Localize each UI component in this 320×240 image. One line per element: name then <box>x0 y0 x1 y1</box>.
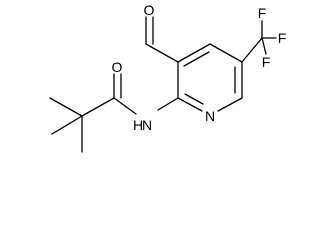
bond-c3-c4-inner <box>183 51 210 67</box>
structure-diagram: O O N H N F F F <box>49 2 287 153</box>
atom-o-aldehyde: O <box>144 2 155 18</box>
bond-c3-cho <box>145 43 179 63</box>
bond-cf3-f-lower <box>261 37 267 55</box>
bond-n1-c2-inner <box>184 93 204 105</box>
atom-o-amide: O <box>112 59 123 75</box>
bond-nh-co <box>113 97 137 115</box>
f-top-label: F <box>258 5 267 21</box>
atom-f-lower: F <box>262 54 271 70</box>
f-right-label: F <box>278 30 287 46</box>
atom-f-right: F <box>278 30 287 46</box>
bond-c2-nh <box>157 97 179 111</box>
atom-f-top: F <box>258 5 267 21</box>
bond-cq-me-top <box>49 97 83 117</box>
n-ring-label: N <box>205 108 215 124</box>
bond-c3-c4 <box>177 43 211 63</box>
bond-c5-cf3 <box>241 37 263 63</box>
atom-n-ring: N <box>205 108 215 124</box>
n-amide-label: N <box>142 117 152 133</box>
h-amide-label: H <box>133 117 143 133</box>
bond-n1-c2 <box>177 97 203 112</box>
f-lower-label: F <box>262 54 271 70</box>
bond-c4-c5 <box>209 43 243 63</box>
bond-co-cq <box>81 97 115 117</box>
bond-c6-n1 <box>217 97 243 112</box>
o-amide-label: O <box>112 59 123 75</box>
atom-n-amide: N H <box>133 117 152 133</box>
bond-cq-me-left <box>51 115 83 135</box>
o-aldehyde-label: O <box>144 2 155 18</box>
